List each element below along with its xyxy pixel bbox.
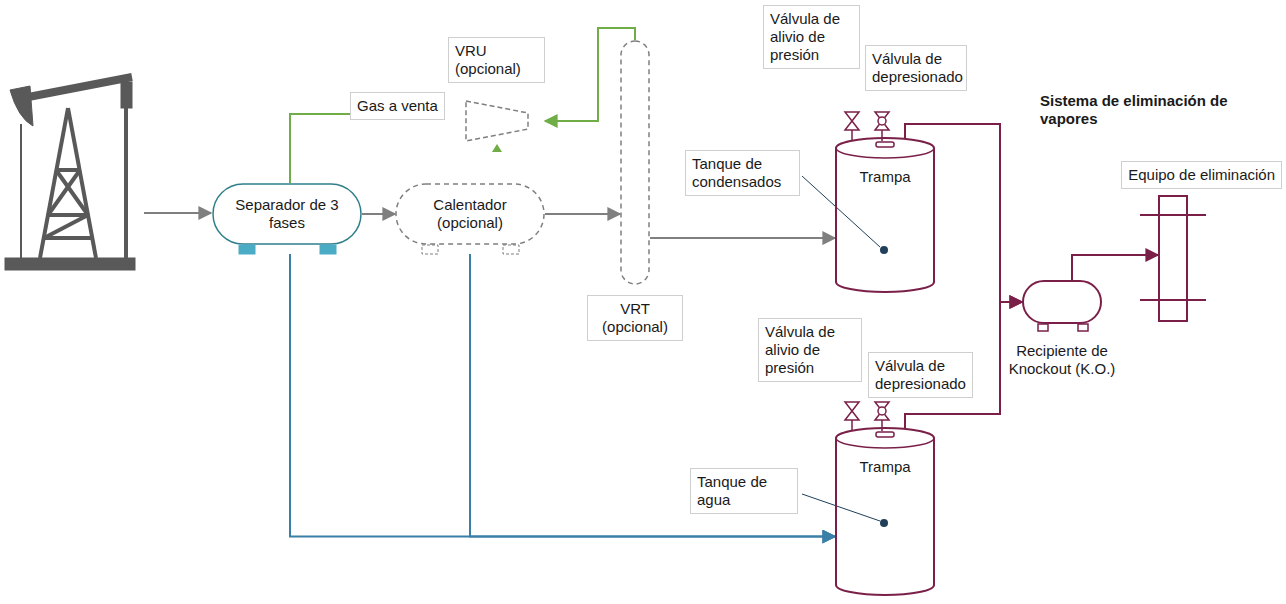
three-phase-separator: Separador de 3 fases (212, 183, 362, 245)
valve-label: Válvula de depresionado (868, 352, 973, 398)
flow-line (290, 114, 350, 183)
compressor-drive-triangle (492, 144, 502, 152)
flow-line (470, 254, 835, 537)
pressure-relief-valve (845, 112, 859, 431)
vapor-recovery-unit: VRU (opcional) (448, 37, 545, 142)
vapor-recovery-tower: VRT (opcional) (620, 40, 650, 285)
water-tank: Trampa (835, 428, 935, 595)
flow-line (905, 124, 1022, 302)
disposal-device: Equipo de eliminación (1158, 195, 1188, 322)
pumpjack (5, 77, 135, 270)
node-text: Trampa (835, 428, 935, 476)
node-text: Equipo de eliminación (1121, 161, 1282, 189)
flow-line (290, 254, 835, 537)
knockout-drum: Recipiente de Knockout (K.O.) (1022, 280, 1102, 324)
well-flow-arrow (144, 212, 211, 214)
condensate-tank: Trampa (835, 138, 935, 292)
vapor-recovery-tower-outline (620, 40, 650, 285)
water-tank-outline (835, 428, 935, 595)
flow-line (1072, 255, 1158, 280)
valve-label: Válvula de depresionado (865, 45, 967, 91)
node-text: Gas a venta (350, 92, 445, 120)
valve-label: Válvula de alivio de presión (763, 5, 860, 69)
heater: Calentador (opcional) (395, 183, 545, 245)
sales-gas-box: Gas a venta (350, 92, 445, 120)
node-text: VRT (opcional) (587, 295, 683, 341)
node-text: Trampa (835, 138, 935, 186)
condensate-tank-outline (835, 138, 935, 292)
flow-line (545, 213, 620, 215)
node-text: Separador de 3 fases (212, 196, 362, 232)
system-heading: Sistema de eliminación de vapores (1040, 92, 1275, 128)
node-text: Recipiente de Knockout (K.O.) (997, 342, 1127, 378)
node-text: Calentador (opcional) (395, 196, 545, 232)
valve-label: Válvula de alivio de presión (758, 318, 862, 382)
flow-line (362, 213, 395, 215)
tank-callout: Tanque de condensados (685, 150, 800, 196)
knockout-drum-outline (1022, 280, 1102, 324)
node-text: VRU (opcional) (448, 37, 545, 83)
tank-callout: Tanque de agua (690, 468, 798, 514)
flow-line (650, 237, 835, 239)
disposal-device-outline (1158, 195, 1188, 322)
